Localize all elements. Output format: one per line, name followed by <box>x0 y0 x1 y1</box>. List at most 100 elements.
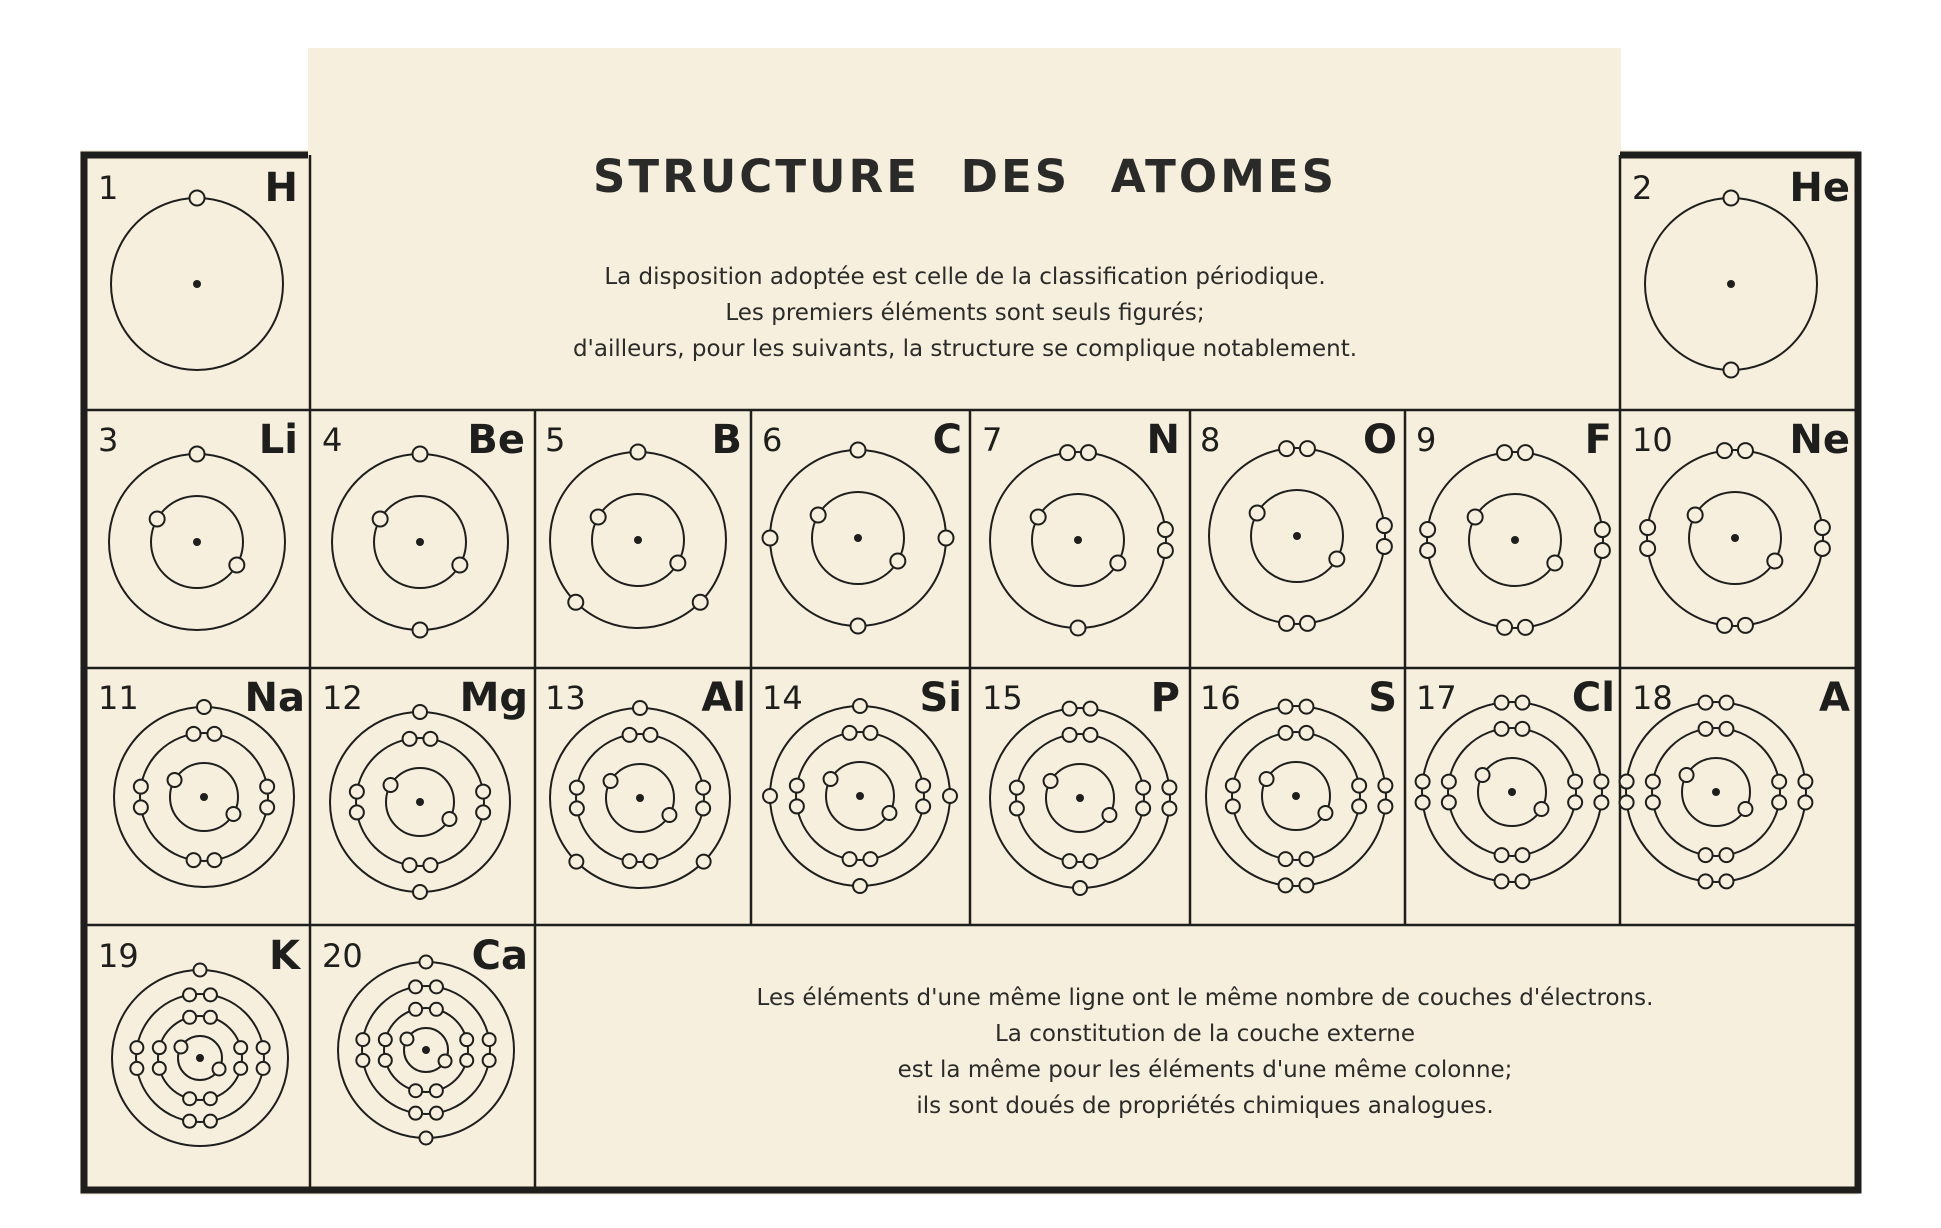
nucleus-ne <box>1731 534 1739 542</box>
shell-p-1 <box>1045 763 1115 833</box>
page-title: STRUCTURE DES ATOMES <box>593 150 1337 203</box>
electron-ca-2-6 <box>408 1083 424 1099</box>
electron-s-3-4 <box>1377 798 1394 815</box>
electron-o-2-6 <box>1278 614 1296 632</box>
electron-o-2-4 <box>1375 537 1393 555</box>
shell-o-2 <box>1208 447 1386 625</box>
electron-s-3-1 <box>1277 698 1294 715</box>
electron-h-1-1 <box>188 189 206 207</box>
element-symbol-f: F <box>1584 417 1612 463</box>
electron-si-3-1 <box>852 698 868 714</box>
electron-na-1-1 <box>166 772 183 788</box>
electron-k-3-5 <box>202 1113 218 1129</box>
electron-f-2-3 <box>1593 521 1611 539</box>
electron-s-2-6 <box>1277 851 1294 868</box>
element-symbol-mg: Mg <box>459 675 528 721</box>
electron-n-1-2 <box>1109 554 1127 572</box>
electron-mg-3-1 <box>412 704 428 720</box>
electron-c-2-3 <box>849 617 867 635</box>
electron-p-3-4 <box>1161 800 1178 817</box>
electron-p-2-8 <box>1008 779 1025 796</box>
electron-s-3-6 <box>1277 877 1294 894</box>
electron-si-2-4 <box>915 798 932 815</box>
shell-a-3 <box>1625 701 1807 883</box>
electron-k-4-1 <box>192 962 208 978</box>
shell-na-2 <box>139 732 269 862</box>
electron-ca-4-2 <box>418 1130 434 1146</box>
electron-ca-3-4 <box>481 1052 497 1068</box>
electron-ca-3-3 <box>481 1032 497 1048</box>
electron-na-2-3 <box>259 778 276 795</box>
electron-ne-2-1 <box>1716 442 1734 460</box>
shell-f-2 <box>1426 451 1604 629</box>
electron-ca-3-6 <box>408 1105 424 1121</box>
shell-a-2 <box>1651 727 1781 857</box>
electron-ne-2-5 <box>1736 616 1754 634</box>
electron-a-2-5 <box>1718 847 1735 864</box>
shell-li-1 <box>150 495 244 589</box>
electron-c-2-1 <box>849 441 867 459</box>
electron-he-1-1 <box>1722 189 1740 207</box>
electron-ne-2-6 <box>1716 616 1734 634</box>
electron-b-2-1 <box>629 443 647 461</box>
electron-p-2-1 <box>1061 726 1078 743</box>
electron-ca-3-5 <box>428 1105 444 1121</box>
electron-mg-2-2 <box>422 730 439 747</box>
electron-mg-2-3 <box>475 783 492 800</box>
element-symbol-cl: Cl <box>1571 675 1615 721</box>
nucleus-al <box>636 794 644 802</box>
electron-s-3-3 <box>1377 777 1394 794</box>
electron-cl-1-1 <box>1474 767 1491 783</box>
nucleus-na <box>200 793 208 801</box>
electron-k-3-1 <box>182 987 198 1003</box>
intro-line-2: Les premiers éléments sont seuls figurés… <box>725 300 1205 326</box>
electron-be-2-1 <box>411 445 429 463</box>
shell-k-1 <box>177 1035 223 1081</box>
nucleus-li <box>193 538 201 546</box>
element-number-s: 16 <box>1200 679 1241 717</box>
electron-s-2-8 <box>1224 777 1241 794</box>
electron-f-2-5 <box>1516 618 1534 636</box>
electron-p-2-6 <box>1061 853 1078 870</box>
electron-p-3-3 <box>1161 779 1178 796</box>
electron-na-2-2 <box>206 725 223 742</box>
electron-cl-1-2 <box>1533 801 1550 817</box>
shell-mg-1 <box>385 767 455 837</box>
element-symbol-n: N <box>1146 417 1180 463</box>
intro-line-1: La disposition adoptée est celle de la c… <box>604 264 1326 290</box>
electron-ca-4-1 <box>418 954 434 970</box>
electron-k-3-3 <box>255 1040 271 1056</box>
electron-c-1-1 <box>809 506 827 524</box>
nucleus-n <box>1074 536 1082 544</box>
electron-a-2-2 <box>1718 720 1735 737</box>
electron-si-1-2 <box>881 805 898 821</box>
electron-be-1-2 <box>451 556 469 574</box>
element-number-ca: 20 <box>322 937 363 975</box>
electron-ne-2-4 <box>1813 539 1831 557</box>
electron-n-1-1 <box>1029 508 1047 526</box>
electron-cl-2-2 <box>1514 720 1531 737</box>
nucleus-c <box>854 534 862 542</box>
electron-cl-3-4 <box>1593 794 1610 811</box>
electron-a-3-6 <box>1697 873 1714 890</box>
nucleus-k <box>196 1054 204 1062</box>
electron-si-2-2 <box>862 724 879 741</box>
electron-a-3-1 <box>1697 694 1714 711</box>
electron-ca-3-8 <box>355 1032 371 1048</box>
electron-si-2-8 <box>788 777 805 794</box>
electron-k-3-6 <box>182 1113 198 1129</box>
electron-ne-1-1 <box>1686 506 1704 524</box>
electron-si-3-3 <box>852 878 868 894</box>
electron-k-2-5 <box>202 1091 218 1107</box>
electron-f-2-7 <box>1419 541 1437 559</box>
electron-p-2-4 <box>1135 800 1152 817</box>
nucleus-ca <box>422 1046 430 1054</box>
element-number-o: 8 <box>1200 421 1221 459</box>
electron-na-2-6 <box>185 852 202 869</box>
electron-cl-2-5 <box>1514 847 1531 864</box>
electron-al-3-1 <box>632 700 648 716</box>
electron-n-2-4 <box>1156 541 1174 559</box>
electron-a-3-2 <box>1718 694 1735 711</box>
shell-al-2 <box>575 733 705 863</box>
electron-al-2-5 <box>642 853 659 870</box>
